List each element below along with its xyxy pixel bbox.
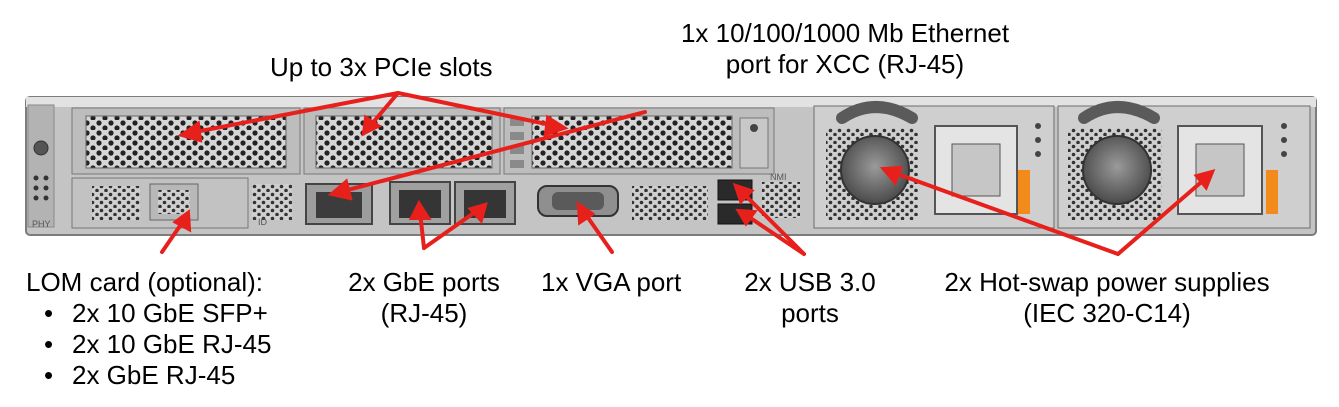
lom-option: 2x GbE RJ-45 <box>38 360 271 391</box>
label-lom-title: LOM card (optional): <box>26 267 263 297</box>
arrow-usb-1 <box>740 190 806 256</box>
label-usb-ports: 2x USB 3.0 ports <box>730 267 890 329</box>
mark-nmi: NMI <box>770 172 787 182</box>
label-gbe-ports: 2x GbE ports (RJ-45) <box>328 267 520 329</box>
lom-option: 2x 10 GbE RJ-45 <box>38 329 271 360</box>
label-gbe-line1: 2x GbE ports <box>348 267 500 297</box>
label-vga-port: 1x VGA port <box>541 267 682 297</box>
label-xcc-line2: port for XCC (RJ-45) <box>725 49 965 79</box>
mark-id: ID <box>258 217 268 227</box>
label-xcc-port: 1x 10/100/1000 Mb Ethernet port for XCC … <box>640 18 1050 80</box>
arrow-gbe-2 <box>422 208 480 250</box>
label-usb-line1: 2x USB 3.0 <box>744 267 876 297</box>
psu-2-latch <box>1266 170 1278 214</box>
arrow-psu-1 <box>890 170 1120 256</box>
arrow-psu-2 <box>1116 176 1208 256</box>
label-usb-line2: ports <box>781 298 839 328</box>
label-power-supplies: 2x Hot-swap power supplies (IEC 320-C14) <box>918 267 1296 329</box>
psu-1-fan-icon <box>840 135 910 205</box>
psu-2-fan-icon <box>1082 135 1152 205</box>
lom-options-list: 2x 10 GbE SFP+ 2x 10 GbE RJ-45 2x GbE RJ… <box>38 298 271 391</box>
label-psu-line1: 2x Hot-swap power supplies <box>944 267 1270 297</box>
lom-option: 2x 10 GbE SFP+ <box>38 298 271 329</box>
arrow-pcie-3 <box>396 91 558 128</box>
power-led-icon <box>33 140 49 156</box>
mark-phy: PHY <box>32 219 51 229</box>
arrow-vga <box>582 210 614 254</box>
arrow-usb-2 <box>744 213 806 256</box>
arrow-pcie-1 <box>188 91 400 135</box>
label-gbe-line2: (RJ-45) <box>380 298 468 328</box>
arrow-pcie-2 <box>368 91 400 128</box>
label-pcie-slots: Up to 3x PCIe slots <box>270 52 493 82</box>
arrow-xcc <box>338 110 647 194</box>
label-xcc-line1: 1x 10/100/1000 Mb Ethernet <box>680 18 1010 48</box>
label-psu-line2: (IEC 320-C14) <box>1023 298 1191 328</box>
psu-1-latch <box>1018 170 1030 214</box>
